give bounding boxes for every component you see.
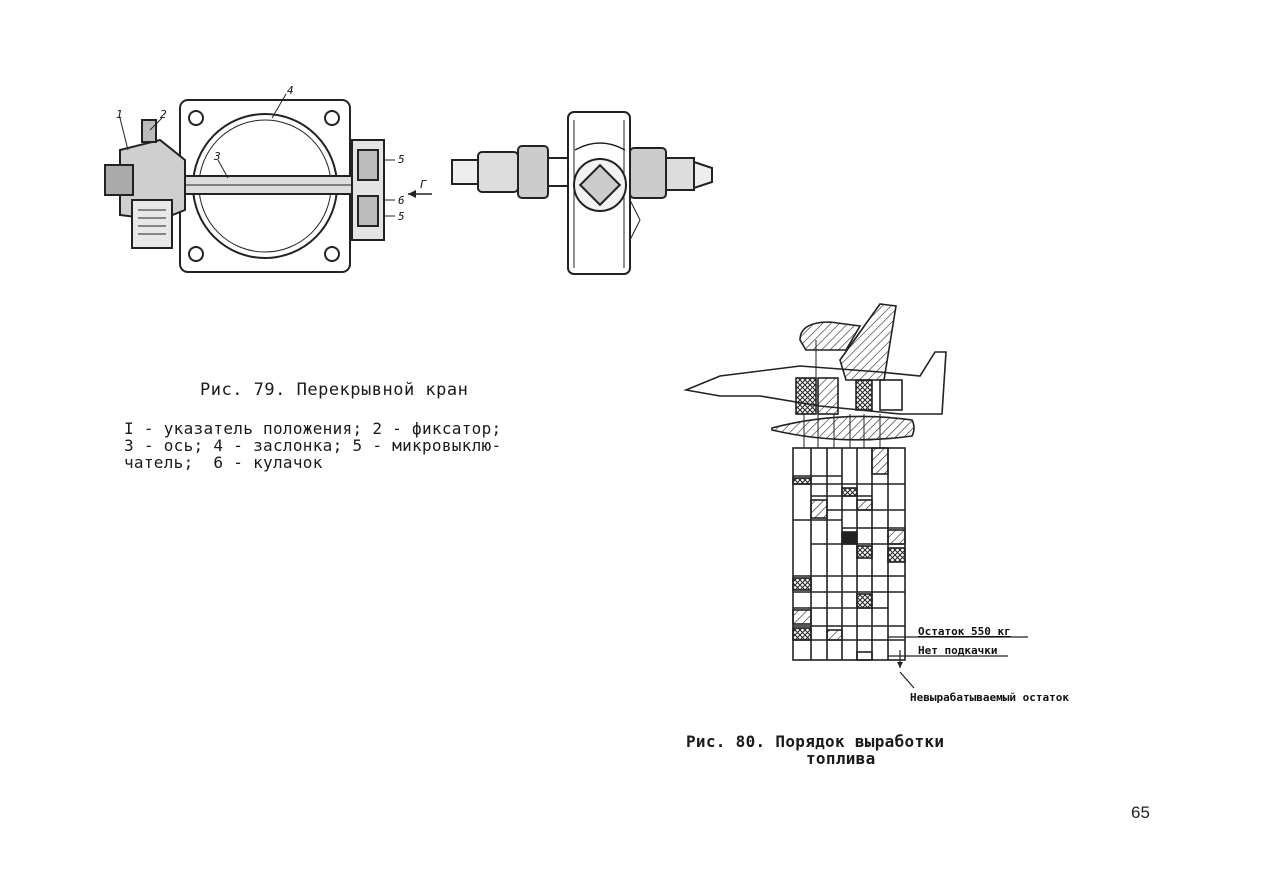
position-indicator	[104, 164, 134, 196]
direction-arrow-label: Г	[420, 178, 427, 191]
callout-5-bottom: 5	[398, 210, 405, 223]
bolt-hole	[324, 246, 340, 262]
callout-5-top: 5	[398, 153, 405, 166]
callout-2: 2	[160, 108, 167, 121]
unusable-remainder-label: Невырабатываемый остаток	[910, 691, 1069, 704]
bolt-hole	[324, 110, 340, 126]
fig79-legend-line: 3 - ось; 4 - заслонка; 5 - микровыклю-	[124, 436, 502, 455]
no-pump-label: Нет подкачки	[918, 644, 998, 657]
fig79-legend-line: I - указатель положения; 2 - фиксатор;	[124, 419, 502, 438]
bolt-hole	[188, 246, 204, 262]
callout-1: 1	[116, 108, 123, 121]
fig79-legend: I - указатель положения; 2 - фиксатор; 3…	[124, 420, 501, 471]
fuel-order-grid	[792, 447, 906, 661]
remainder-label: Остаток 550 кг	[918, 625, 1011, 638]
callout-4: 4	[287, 84, 294, 97]
fig80-caption-line: Рис. 80. Порядок выработки	[686, 732, 945, 751]
fuel-distributor	[771, 415, 915, 441]
valve-side-view	[451, 111, 713, 275]
aircraft-wing	[799, 321, 862, 351]
fig79-title: Рис. 79. Перекрывной кран	[200, 380, 469, 400]
fig79-legend-line: чатель; 6 - кулачок	[124, 453, 323, 472]
fig80-caption: Рис. 80. Порядок выработки топлива	[686, 733, 986, 767]
callout-3: 3	[214, 150, 221, 163]
page-number: 65	[1131, 803, 1150, 822]
bolt-hole	[188, 110, 204, 126]
detent-housing	[131, 199, 173, 249]
aircraft-tail	[839, 303, 897, 381]
callout-6: 6	[398, 194, 405, 207]
fig80-caption-line: топлива	[806, 749, 876, 768]
